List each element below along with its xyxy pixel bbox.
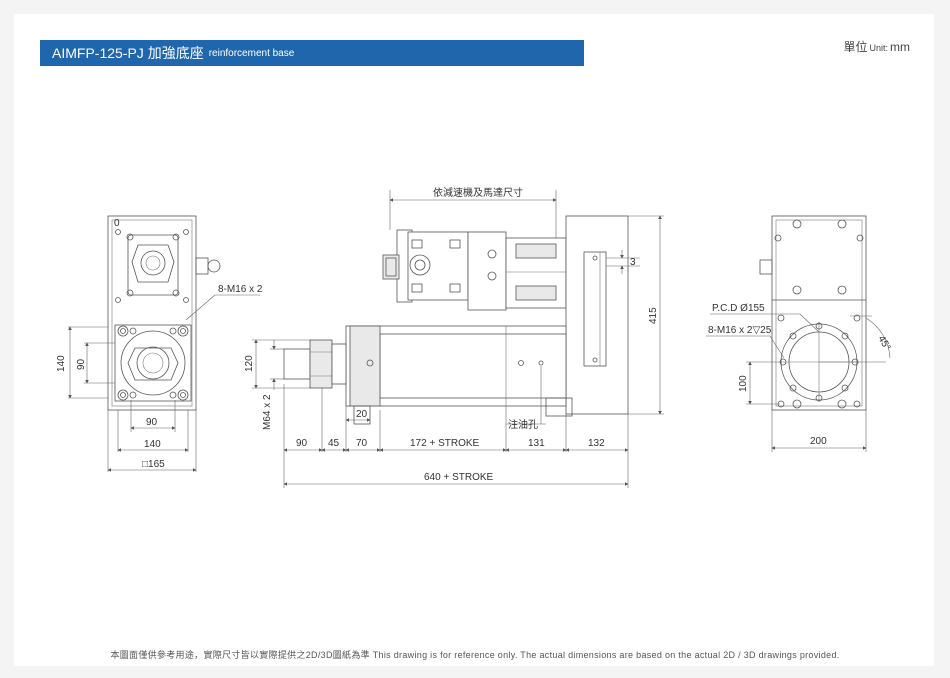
right-front-view: [759, 215, 867, 411]
dim-415: 415: [648, 307, 659, 324]
title-bar: AIMFP-125-PJ 加強底座 reinforcement base: [40, 40, 584, 66]
dim-b172: 172 + STROKE: [410, 438, 480, 449]
dim-3: 3: [630, 257, 636, 268]
dim-140-vertical: 140: [56, 355, 67, 372]
angle-label: 45°: [875, 334, 892, 353]
left-end-view: 0: [107, 215, 221, 411]
dim-120: 120: [244, 355, 255, 372]
dim-b132: 132: [588, 438, 605, 449]
bolt-left-label: 8-M16 x 2: [218, 284, 263, 295]
dim-b90: 90: [296, 438, 308, 449]
unit-en: Unit:: [869, 43, 888, 53]
dim-b70: 70: [356, 438, 368, 449]
dim-100: 100: [738, 375, 749, 392]
footer-disclaimer: 本圖面僅供參考用途，實際尺寸皆以實際提供之2D/3D圖紙為準 This draw…: [110, 650, 840, 660]
bolt-right-label: 8-M16 x 2▽25: [708, 325, 772, 336]
dim-total: 640 + STROKE: [424, 472, 494, 483]
dim-200: 200: [810, 436, 827, 447]
unit-zh: 單位: [843, 40, 868, 54]
dim-square-165: □165: [142, 459, 165, 470]
dim-m64: M64 x 2: [262, 394, 273, 430]
center-side-view: [283, 215, 629, 425]
dim-b45: 45: [328, 438, 340, 449]
right-dimensions: P.C.D Ø155 8-M16 x 2▽25 45° 100 200: [706, 303, 892, 452]
dim-90-horizontal: 90: [146, 417, 158, 428]
page-subtitle: reinforcement base: [208, 47, 295, 59]
center-dimensions: 依減速機及馬達尺寸 3 415 120 M64 x 2 20 注油孔 90: [244, 186, 664, 488]
dim-140-horizontal: 140: [144, 439, 161, 450]
dim-b131: 131: [528, 438, 545, 449]
dim-20: 20: [356, 409, 368, 420]
svg-text:0: 0: [114, 218, 120, 229]
dim-reducer-motor: 依減速機及馬達尺寸: [433, 186, 523, 199]
dim-90-vertical: 90: [76, 358, 87, 370]
page-title: AIMFP-125-PJ 加強底座: [52, 45, 204, 61]
left-dimensions: 8-M16 x 2 140 90 90 140 □165: [56, 284, 263, 472]
pcd-label: P.C.D Ø155: [712, 303, 765, 314]
oil-hole-label: 注油孔: [508, 418, 538, 431]
unit-value: mm: [890, 40, 910, 54]
